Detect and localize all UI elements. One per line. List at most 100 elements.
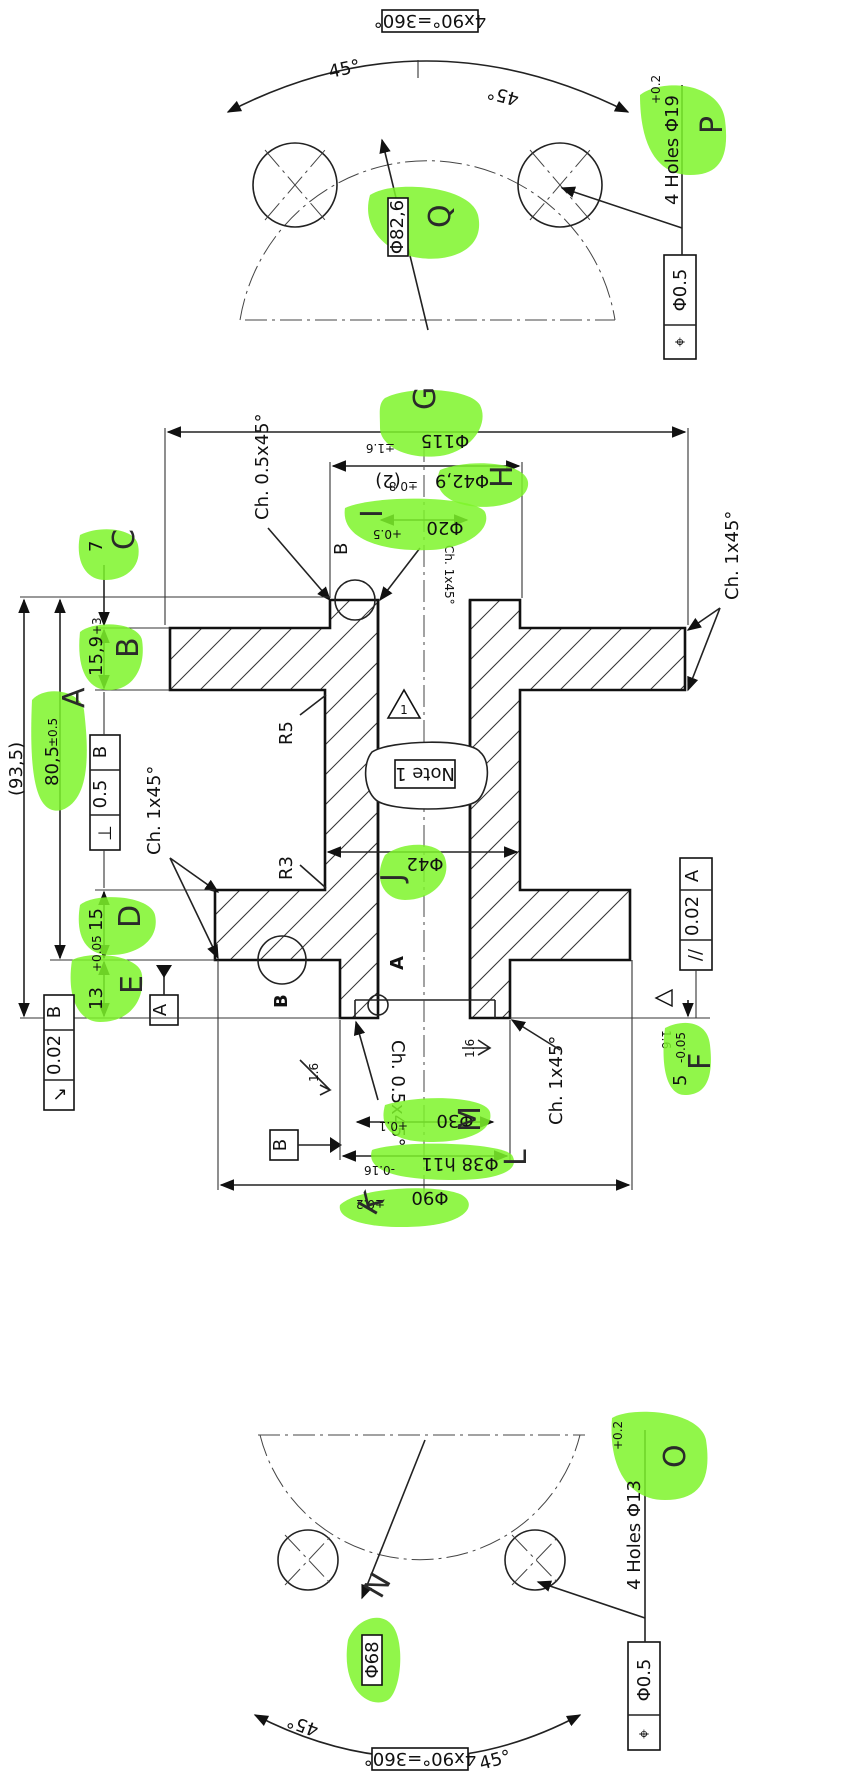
radius-2-leader	[299, 864, 327, 889]
roughness-3-sym	[654, 988, 673, 1008]
pcd-top: Φ82,6	[387, 200, 408, 254]
position-tol-bottom: Φ0.5	[634, 1659, 655, 1702]
d38: Φ38 h11	[421, 1153, 498, 1174]
chamfer-left-leader-1	[169, 857, 220, 893]
radius-1: R5	[276, 721, 297, 745]
detail-b-left-circle	[257, 935, 307, 985]
h805-tol: ±0.5	[46, 718, 60, 747]
pattern-box-bottom	[371, 1747, 469, 1771]
letter-d: D	[113, 905, 148, 928]
highlight-115	[379, 389, 483, 457]
letter-j: J	[375, 873, 410, 884]
highlight-20	[344, 498, 487, 551]
h159-tol: +3	[90, 617, 104, 635]
detail-b-left: B	[271, 994, 292, 1008]
pattern-text-top: 4x90°=360°	[374, 10, 486, 31]
angle-bottom-1: 45°	[284, 1710, 321, 1741]
section-view: Note 1 1 B B A Ch. 0.5x45° Ch. 1x45° Ch.…	[144, 413, 743, 1200]
datum-a-box	[149, 994, 179, 1026]
letter-e: E	[115, 975, 150, 994]
datum-b-box	[269, 1129, 299, 1161]
roughness-2: 1.6	[463, 1039, 477, 1058]
height-dimensions: 7 C 15,9 +3 B B 0.5 ⊥ 15 D 13 +0.05 E 80…	[6, 529, 340, 1111]
letter-m: M	[453, 1106, 488, 1132]
diameter-dimensions: Φ115 ±1.6 G Φ42,9 ±0.8 (2) H Φ20 +0.5 I …	[164, 387, 689, 1228]
chamfer-top-leader	[267, 527, 331, 602]
datum-b-triangle	[330, 1137, 342, 1153]
highlight-42	[379, 844, 447, 900]
detail-b-top-circle	[334, 579, 376, 621]
d20-tol: +0.5	[373, 527, 402, 541]
perp-symbol: ⊥	[95, 825, 116, 841]
pitch-circle-top	[239, 160, 616, 321]
hole-right-b-cl-2	[511, 1534, 561, 1586]
detail-b-top: B	[331, 543, 352, 555]
position-symbol-top: ⌖	[675, 332, 685, 353]
pcd-bottom: Φ68	[362, 1641, 383, 1678]
h5-tol: -0.05	[674, 1032, 688, 1063]
chamfer-right-leader-1	[686, 607, 721, 631]
highlight-38	[371, 1143, 515, 1180]
position-frame-top	[663, 254, 697, 360]
chamfer-bore-top: Ch. 1x45°	[442, 545, 456, 605]
holes-tol-top: +0.2	[649, 75, 663, 104]
highlight-13	[70, 955, 143, 1022]
angle-top-1: 45°	[327, 56, 363, 83]
note-box	[394, 759, 456, 789]
hole-right-b-cl-1	[511, 1534, 561, 1586]
chamfer-bore-top-leader	[379, 547, 421, 602]
chamfer-left-leader-2	[169, 857, 219, 960]
chamfer-top: Ch. 0.5x45°	[252, 413, 273, 520]
d90-tol: ±0.2	[356, 1197, 385, 1211]
d30: Φ30	[436, 1110, 473, 1131]
holes-note-top: 4 Holes Φ19	[662, 95, 683, 205]
chamfer-bottom-bore-leader	[353, 1020, 379, 1101]
d90: Φ90	[411, 1187, 448, 1208]
runout-frame	[43, 994, 75, 1111]
part-outline-right	[468, 598, 687, 1020]
perp-frame	[89, 734, 121, 851]
perp-datum: B	[90, 746, 111, 758]
h935: (93,5)	[6, 742, 27, 796]
holes-leader-bottom	[536, 1580, 646, 1619]
chamfer-left: Ch. 1x45°	[144, 766, 165, 855]
angle-arc-top	[226, 60, 630, 113]
top-view: 4x90°=360° 45° 45° Φ82,6 Q 4 Holes Φ19 +…	[226, 9, 730, 360]
hole-right-top	[517, 142, 603, 228]
letter-c: C	[107, 529, 142, 550]
highlight-15	[78, 897, 156, 955]
h7: 7	[86, 541, 107, 552]
runout-symbol: ↗	[52, 1084, 67, 1105]
d115: Φ115	[421, 430, 470, 451]
parallel-datum: A	[682, 869, 703, 882]
chamfer-right: Ch. 1x45°	[722, 511, 743, 600]
letter-h: H	[485, 465, 520, 488]
highlight-805	[31, 691, 87, 811]
datum-a-box-text: A	[150, 1003, 171, 1016]
d115-tol: ±1.6	[366, 441, 395, 455]
perp-tol: 0.5	[90, 780, 111, 809]
letter-l: L	[499, 1149, 534, 1166]
note-text: Note 1	[395, 763, 455, 784]
runout-datum: B	[44, 1006, 65, 1018]
chamfer-bottom-right-leader	[510, 1019, 561, 1051]
h13: 13	[86, 987, 107, 1010]
datum-a-label: A	[387, 956, 408, 970]
letter-o: O	[658, 1444, 693, 1468]
letter-i: I	[355, 509, 390, 518]
bottom-view: Φ68 N 45° 45° 4x90°=360° 4 Holes Φ13 +0.…	[253, 1411, 708, 1775]
highlight-90	[339, 1188, 469, 1228]
position-symbol-bottom: ⌖	[639, 1724, 649, 1745]
letter-b: B	[111, 637, 146, 658]
letter-g: G	[408, 387, 443, 410]
hole-right-bottom	[504, 1529, 566, 1591]
h805: 80,5	[42, 746, 63, 786]
pattern-box-top	[381, 9, 479, 33]
d30-tol: +0.1	[379, 1119, 408, 1133]
datum-a-circle	[367, 994, 389, 1016]
radius-1-leader	[299, 694, 327, 716]
runout-tol: 0.02	[44, 1035, 65, 1075]
highlight-429	[437, 463, 529, 507]
h13-tol: +0.05	[90, 935, 104, 972]
